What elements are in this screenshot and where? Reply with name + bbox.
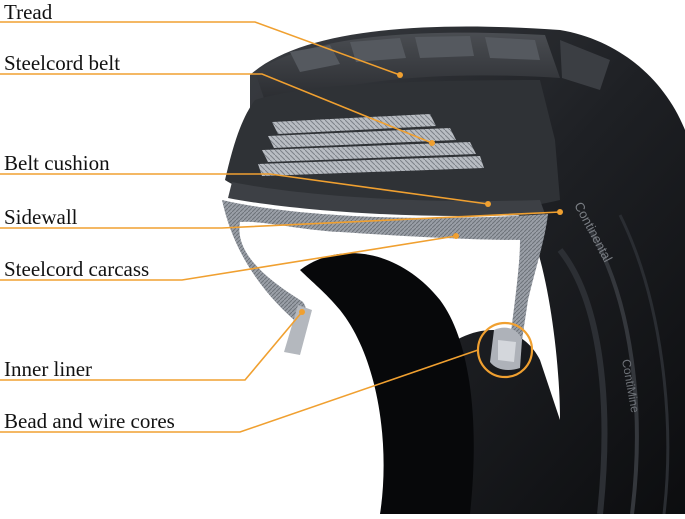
label-inner-liner: Inner liner (4, 357, 93, 381)
leader-inner-liner (0, 311, 303, 381)
label-tread: Tread (4, 0, 53, 24)
label-belt-cushion: Belt cushion (4, 151, 110, 175)
leader-dots (299, 72, 563, 315)
label-steelcord-belt: Steelcord belt (4, 51, 121, 75)
leader-tread (0, 21, 401, 76)
leader-bead (0, 349, 479, 433)
label-bead-and-wire-cores: Bead and wire cores (4, 409, 175, 433)
leader-lines (0, 21, 561, 433)
label-sidewall: Sidewall (4, 205, 78, 229)
leader-steelcord-carcass (0, 235, 457, 281)
leader-belt-cushion (0, 173, 489, 205)
leader-steelcord-belt (0, 73, 433, 144)
label-steelcord-carcass: Steelcord carcass (4, 257, 150, 281)
tread-blocks (255, 32, 610, 110)
bead-highlight-circle (476, 321, 534, 379)
leader-sidewall (0, 211, 561, 229)
